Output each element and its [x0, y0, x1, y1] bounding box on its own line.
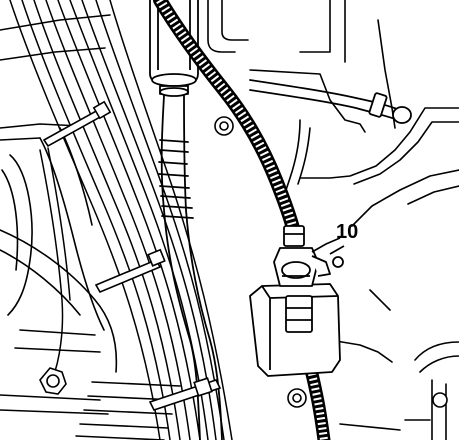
bolt-bottom-right — [432, 392, 448, 408]
hose-fitting — [273, 225, 345, 333]
cylinder-body — [149, 0, 199, 97]
hose-clip-right — [368, 92, 412, 124]
wiring-harness-bundle — [9, 0, 233, 440]
bolt-top-right — [214, 116, 234, 136]
callout-label-10: 10 — [336, 221, 358, 243]
callout-leader-line — [311, 237, 341, 253]
bolt-lower-left — [39, 367, 67, 395]
bolt-bracket-lower — [287, 388, 307, 408]
cable-tie-2 — [94, 248, 166, 294]
cable-tie-1 — [42, 100, 112, 148]
cable-tie-3 — [148, 377, 222, 411]
